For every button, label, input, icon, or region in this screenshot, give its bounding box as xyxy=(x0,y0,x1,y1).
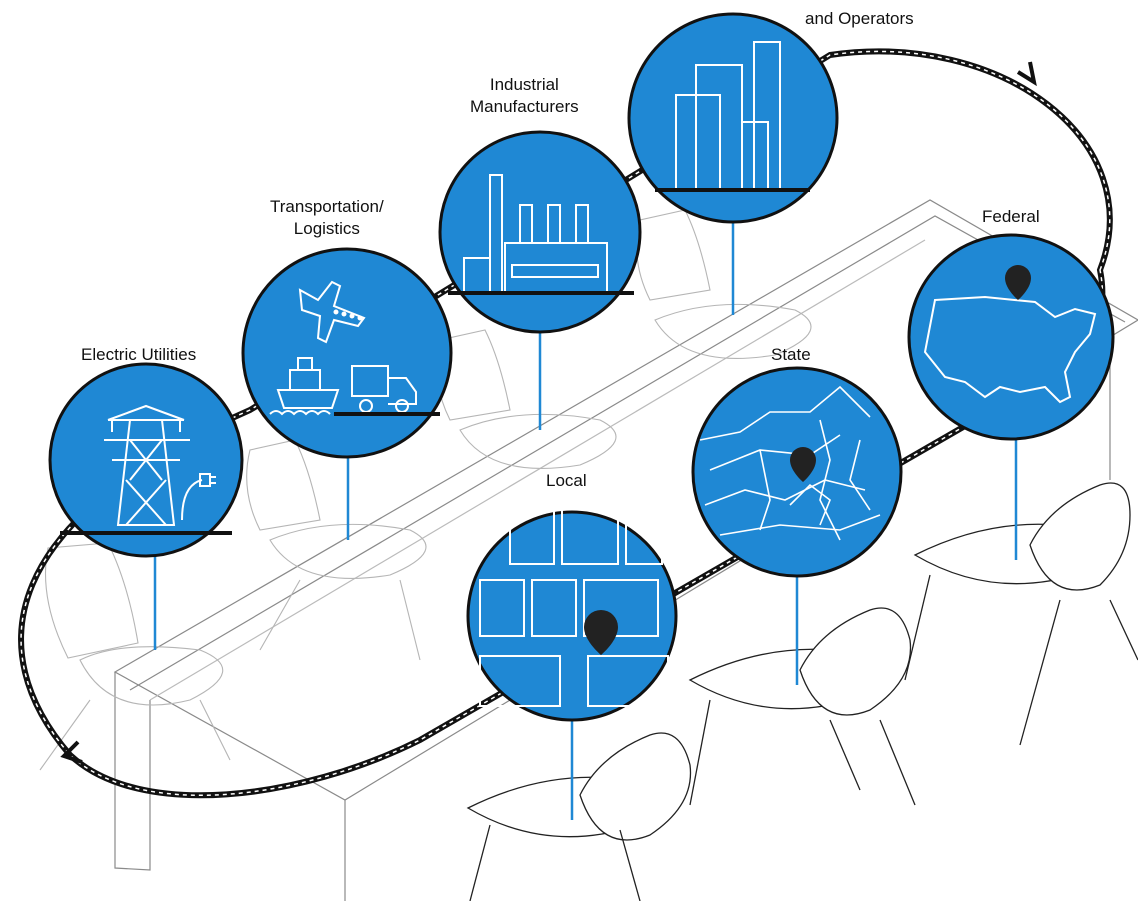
connector-stems xyxy=(153,222,1018,820)
city-blocks-icon xyxy=(479,497,669,707)
front-chairs xyxy=(466,482,1138,901)
label-industrial: Industrial Manufacturers xyxy=(470,75,579,116)
industrial-circle xyxy=(438,130,642,334)
label-state: State xyxy=(771,345,811,364)
label-electric-utilities: Electric Utilities xyxy=(81,345,197,364)
location-pin-icon xyxy=(1005,265,1031,300)
loop-arrow-icon xyxy=(60,740,83,764)
local-circle xyxy=(466,497,678,722)
location-pin-icon xyxy=(790,447,816,482)
transportation-circle xyxy=(241,247,453,459)
label-operators: and Operators xyxy=(805,9,914,28)
operators-circle xyxy=(627,12,839,224)
plane-ship-truck-icon xyxy=(269,280,417,416)
usa-map-icon xyxy=(923,295,1097,404)
state-circle xyxy=(691,366,903,578)
electric-utilities-circle xyxy=(48,362,244,558)
federal-circle xyxy=(907,233,1115,441)
transmission-tower-icon xyxy=(104,404,216,526)
loop-arrow-icon xyxy=(1016,61,1037,87)
state-map-icon xyxy=(699,385,881,541)
label-federal: Federal xyxy=(982,207,1040,226)
label-transportation: Transportation/ Logistics xyxy=(270,197,384,238)
label-local: Local xyxy=(546,471,587,490)
location-pin-icon xyxy=(584,610,618,655)
